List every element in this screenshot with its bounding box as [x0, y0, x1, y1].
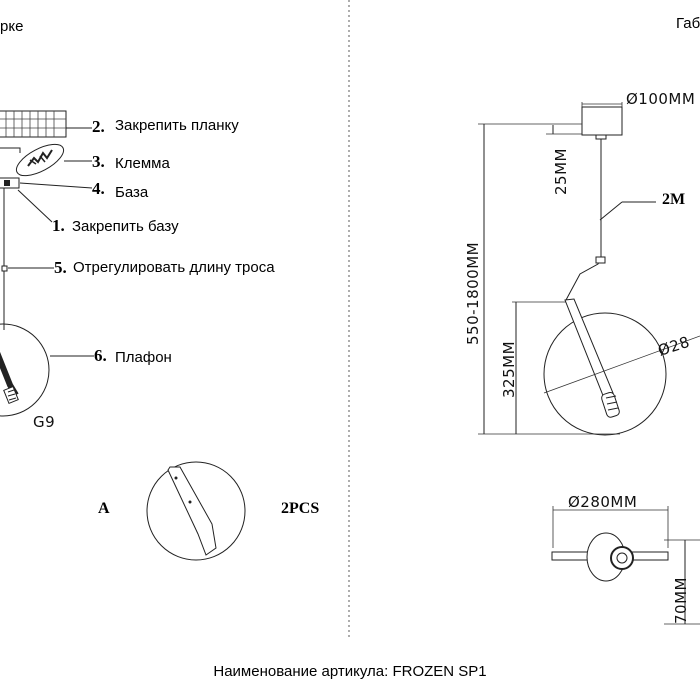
- pendant-shade: [543, 312, 667, 436]
- svg-text:Отрегулировать длину троса: Отрегулировать длину троса: [73, 259, 275, 276]
- left-title-fragment: рке: [0, 18, 23, 35]
- shade: [0, 323, 50, 417]
- svg-text:2.: 2.: [92, 117, 105, 136]
- svg-text:Клемма: Клемма: [115, 155, 170, 172]
- mounting-bar: [0, 110, 67, 138]
- svg-text:5.: 5.: [54, 258, 67, 277]
- bulb-label: G9: [33, 413, 55, 431]
- top-view-depth-label: 70MM: [672, 577, 690, 624]
- svg-text:1.: 1.: [52, 216, 65, 235]
- detail-shade: [146, 461, 246, 561]
- step-2: 2. Закрепить планку: [66, 117, 239, 136]
- terminal-block: [15, 143, 65, 177]
- svg-text:6.: 6.: [94, 346, 107, 365]
- article-name: Наименование артикула: FROZEN SP1: [213, 663, 486, 680]
- svg-text:Закрепить базу: Закрепить базу: [72, 218, 179, 235]
- cable-length-label: 2M: [662, 191, 685, 208]
- bracket: [0, 147, 21, 153]
- top-view-shade: [551, 532, 669, 582]
- svg-text:4.: 4.: [92, 179, 105, 198]
- canopy-height-label: 25MM: [552, 148, 570, 195]
- canopy-diameter-label: Ø100MM: [626, 90, 695, 108]
- total-height-label: 550-1800MM: [464, 242, 482, 345]
- svg-text:Плафон: Плафон: [115, 349, 172, 366]
- right-title-fragment: Габ: [676, 15, 700, 32]
- svg-text:База: База: [115, 184, 149, 201]
- step-1: 1. Закрепить базу: [17, 189, 179, 235]
- step-3: 3. Клемма: [64, 152, 170, 172]
- shade-diameter-label: Ø28: [656, 333, 692, 360]
- cable-adjuster: [1, 265, 8, 272]
- bulb-holder: [0, 351, 19, 405]
- step-4: 4. База: [19, 179, 149, 201]
- svg-text:Закрепить планку: Закрепить планку: [115, 117, 239, 134]
- pendant-rod: [564, 298, 620, 418]
- detail-label: A: [98, 500, 110, 517]
- step-6: 6. Плафон: [50, 346, 172, 366]
- quantity-label: 2PCS: [281, 500, 319, 517]
- top-view-diameter-label: Ø280MM: [568, 493, 637, 511]
- canopy: [581, 106, 623, 136]
- step-5: 5. Отрегулировать длину троса: [8, 258, 275, 277]
- svg-text:3.: 3.: [92, 152, 105, 171]
- shade-height-label: 325MM: [500, 341, 518, 398]
- pendant-cable: [565, 139, 602, 301]
